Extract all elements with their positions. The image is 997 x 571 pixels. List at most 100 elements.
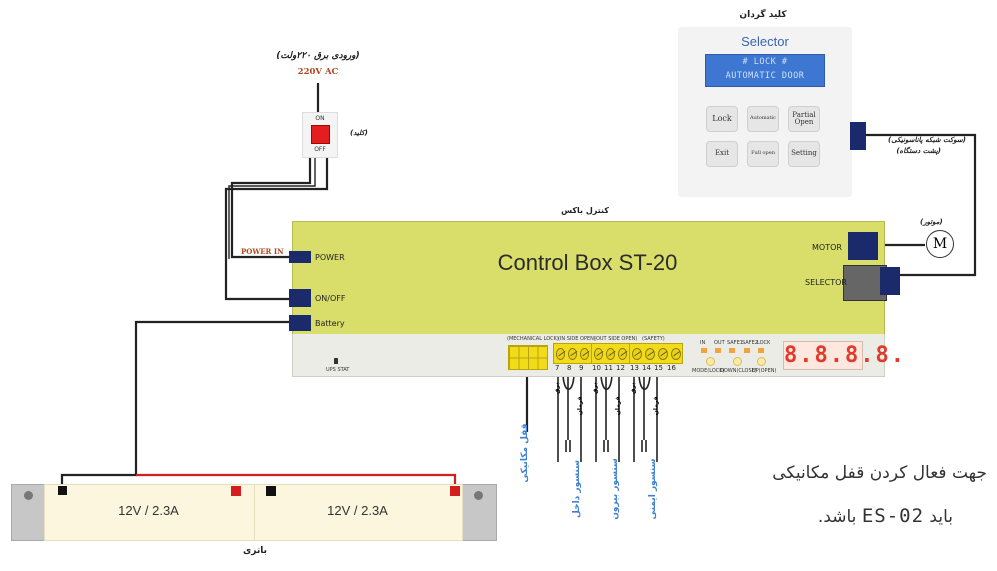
selector-partial-open-button[interactable]: Partial Open [788,106,820,132]
selector-lcd: # LOCK # AUTOMATIC DOOR [705,54,825,87]
battery-cell-right [254,484,463,541]
battery-terminal-positive [231,486,241,496]
selector-port [843,265,887,301]
socket-label-1: (سوکت شبکه پاناسونیکی) [888,136,966,144]
led-out [715,348,721,353]
lcd-line-2: AUTOMATIC DOOR [725,71,805,81]
wire-tag-signal: فرمان [652,396,660,416]
terminal-screw [670,348,681,360]
mech-lock-terminal [508,345,548,370]
terminal-number: 13 [630,364,639,372]
power-switch[interactable]: ON OFF [302,112,338,158]
seven-segment-display: 8.8.8.8. [783,341,906,370]
note-line-2: باید ES-02 باشد. [725,505,953,527]
motor-port [848,232,878,260]
selector-setting-button[interactable]: Setting [788,141,820,167]
selector-lock-button[interactable]: Lock [706,106,738,132]
out-side-label: (OUT SIDE OPEN) [594,336,638,342]
battery-terminal-negative [58,486,67,495]
terminal-screw [644,348,655,360]
motor-port-label: MOTOR [812,243,842,252]
battery-terminal-negative [266,486,276,496]
wire-tag-signal: فرمان [614,396,622,416]
battery-cell-left [44,484,255,541]
led-safe2 [744,348,750,353]
wire-tag-power: برق [629,382,637,394]
terminal-number: 14 [642,364,651,372]
mount-hole [474,491,483,500]
terminal-number: 9 [579,364,584,372]
led-label-in: IN [700,340,706,346]
led-label-safe2: SAFE2 [742,340,758,346]
mode-button-label: MODE(LOCK) [692,368,725,374]
terminal-number: 10 [592,364,601,372]
onoff-port-label: ON/OFF [315,294,346,303]
terminal-number: 7 [555,364,560,372]
battery-cell-left-label: 12V / 2.3A [118,503,179,518]
led-label-lock: LOCK [757,340,771,346]
sensor-inside-label: سنسور داخل [572,460,582,518]
selector-full-open-button[interactable]: Full open [747,141,779,167]
terminal-wires [557,371,658,462]
note-word-baashad: باشد. [817,507,857,527]
led-lock [758,348,764,353]
power-voltage-label: 220V AC [297,67,339,77]
wire-tag-signal: فرمان [576,396,584,416]
battery-cell-right-label: 12V / 2.3A [327,503,388,518]
note-code: ES-02 [861,505,925,527]
up-button-label: UP(OPEN) [752,368,777,374]
terminal-screw [555,348,565,360]
power-port-label: POWER [315,253,345,262]
battery-terminal-positive [450,486,460,496]
power-in-label: POWER IN [241,247,284,256]
control-box-title: Control Box ST-20 [497,250,678,275]
battery-caption: باتری [243,546,267,556]
led-in [701,348,707,353]
terminal-screw [618,348,628,360]
terminal-number: 16 [667,364,676,372]
battery-bracket-right [461,484,497,541]
terminal-screw [580,348,590,360]
power-input-title: (ورودی برق ۲۲۰ولت) [276,51,360,61]
switch-rocker[interactable] [311,125,330,144]
motor-label: (موتور) [920,218,943,226]
in-side-label: (IN SIDE OPEN) [558,336,596,342]
motor-icon: M [926,230,954,258]
lcd-line-1: # LOCK # [742,57,788,67]
led-label-safe1: SAFE1 [727,340,743,346]
terminal-screw [593,348,603,360]
control-box [292,221,885,336]
selector-port-label: SELECTOR [805,278,847,287]
note-line-1: جهت فعال کردن قفل مکانیکی [772,463,987,483]
led-label-out: OUT [714,340,725,346]
terminal-number: 8 [567,364,572,372]
selector-caption: کلید گردان [739,10,787,20]
battery-bracket-left [11,484,47,541]
battery-port [289,315,311,331]
mode-button[interactable] [706,357,715,366]
out-side-terminal [591,343,630,364]
terminal-number: 11 [604,364,613,372]
switch-off-label: OFF [314,146,326,153]
down-button[interactable] [733,357,742,366]
terminal-number: 15 [654,364,663,372]
selector-automatic-button[interactable]: Automatic [747,106,779,132]
battery-port-label: Battery [315,319,345,328]
terminal-screw [567,348,578,360]
selector-exit-button[interactable]: Exit [706,141,738,167]
onoff-port [289,289,311,307]
terminal-screw [657,348,668,360]
mech-lock-label: (MECHANICAL LOCK) [507,336,559,342]
note-word-baayad: باید [929,507,953,527]
selector-socket [850,122,866,150]
switch-on-label: ON [315,115,325,122]
selector-port-plug [880,267,900,295]
down-button-label: DOWN(CLOSE) [720,368,757,374]
ups-indicator [334,358,338,364]
mech-lock-wire-label: قفل مکانیکی [520,423,530,483]
up-button[interactable] [757,357,766,366]
terminal-number: 12 [616,364,625,372]
safety-label: (SAFETY) [642,336,665,342]
led-safe1 [729,348,735,353]
selector-brand: Selector [741,34,789,49]
